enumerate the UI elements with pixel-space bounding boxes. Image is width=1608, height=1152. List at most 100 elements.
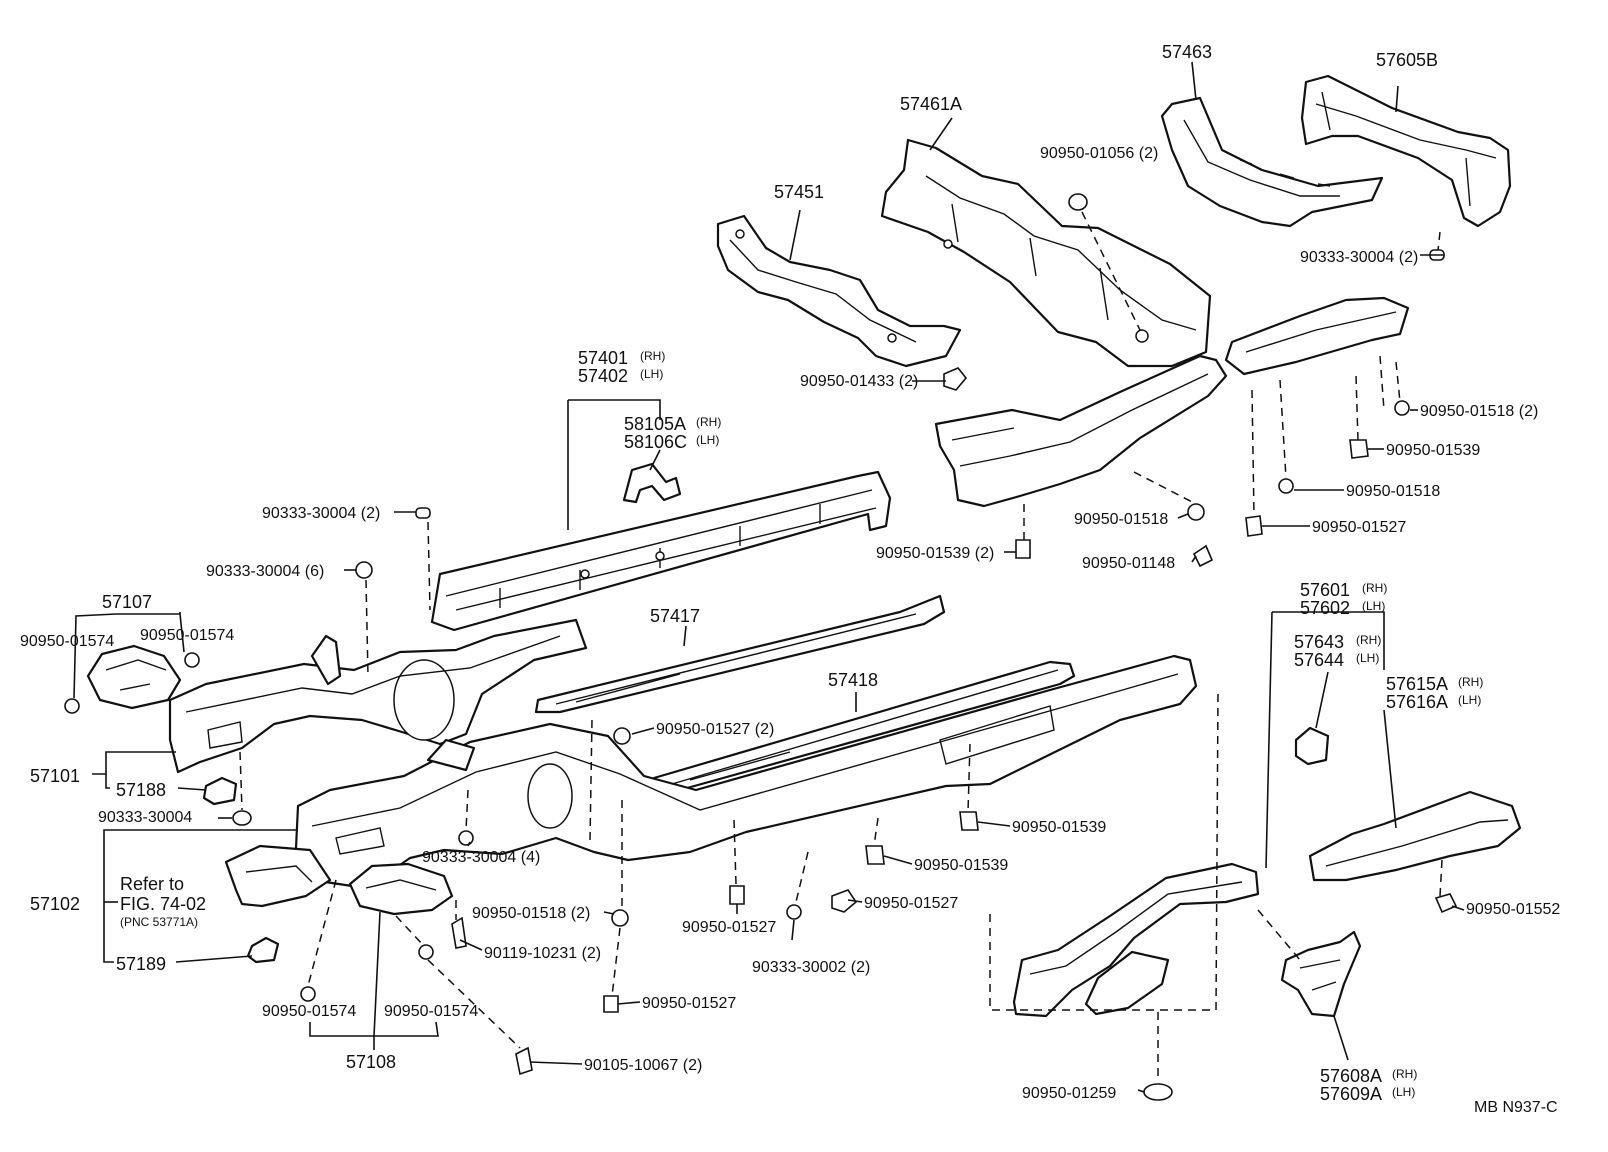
label-90950-01527-right: 90950-01527: [1312, 519, 1406, 536]
part-57601-rear-frame: [1012, 862, 1260, 1018]
label-57188: 57188: [116, 780, 166, 800]
part-57461A-crossmember: [880, 138, 1212, 368]
label-57616A-side: (LH): [1458, 693, 1481, 707]
part-57189-bracket: [246, 936, 280, 964]
part-57401-rail: [430, 470, 892, 632]
clip-90950-01539-b: [865, 845, 885, 865]
label-90950-01518-right: 90950-01518: [1346, 483, 1440, 500]
label-57608A-side: (RH): [1392, 1067, 1417, 1081]
diagram-code: MB N937-C: [1474, 1099, 1558, 1116]
label-57101: 57101: [30, 766, 80, 786]
plug-90333-30002: [786, 904, 802, 920]
plug-90950-01527-two: [613, 727, 631, 745]
plug-90950-01518-right-top: [1394, 400, 1410, 416]
label-90950-01574-b: 90950-01574: [140, 627, 234, 644]
part-57608A-bracket: [1280, 930, 1362, 1018]
part-57188-bracket: [202, 776, 238, 806]
label-90950-01518-mid: 90950-01518: [1074, 511, 1168, 528]
label-57602-side: (LH): [1362, 599, 1385, 613]
clip-90950-01148: [1192, 544, 1214, 568]
bolt-90119-10231: [451, 916, 467, 949]
label-57402: 57402: [578, 366, 628, 386]
label-90950-01539-b: 90950-01539: [914, 857, 1008, 874]
part-57102-main-frame: [294, 654, 1198, 888]
nut-90950-01574-b: [184, 652, 200, 668]
label-90950-01056-2: 90950-01056 (2): [1040, 145, 1158, 162]
label-90333-30004-2-left: 90333-30004 (2): [262, 505, 380, 522]
label-90950-01527-mid: 90950-01527: [682, 919, 776, 936]
label-90950-01527-low: 90950-01527: [642, 995, 736, 1012]
part-57108-bracket: [348, 862, 454, 916]
label-57461A: 57461A: [900, 94, 962, 114]
part-57451-crossmember: [716, 214, 962, 368]
label-90950-01148: 90950-01148: [1082, 555, 1175, 572]
label-57609A: 57609A: [1320, 1084, 1382, 1104]
label-57418: 57418: [828, 670, 878, 690]
label-57643: 57643: [1294, 632, 1344, 652]
label-fig-74-02: FIG. 74-02: [120, 894, 206, 914]
label-90333-30004-6: 90333-30004 (6): [206, 563, 324, 580]
part-57463-crossmember: [1160, 96, 1384, 228]
label-57402-side: (LH): [640, 367, 663, 381]
label-57605B: 57605B: [1376, 50, 1438, 70]
nut-90950-01574-d: [418, 944, 434, 960]
label-57451: 57451: [774, 182, 824, 202]
clip-90950-01539-two: [1015, 539, 1031, 559]
clip-90950-01259: [1143, 1083, 1173, 1101]
label-57615A-side: (RH): [1458, 675, 1483, 689]
label-90333-30004: 90333-30004: [98, 809, 192, 826]
label-57644: 57644: [1294, 650, 1344, 670]
nut-90950-01574-c: [300, 986, 316, 1002]
label-57107: 57107: [102, 592, 152, 612]
label-58106C: 58106C: [624, 432, 687, 452]
label-57609A-side: (LH): [1392, 1085, 1415, 1099]
label-90950-01518-2-right: 90950-01518 (2): [1420, 403, 1538, 420]
label-57463: 57463: [1162, 42, 1212, 62]
label-57616A: 57616A: [1386, 692, 1448, 712]
label-90950-01259: 90950-01259: [1022, 1085, 1116, 1102]
label-pnc-53771A: (PNC 53771A): [120, 915, 198, 929]
nut-90950-01433: [943, 367, 968, 391]
clip-90950-01527-right: [1245, 515, 1263, 537]
bolt-90105-10067: [515, 1046, 533, 1076]
label-58106C-side: (LH): [696, 433, 719, 447]
label-90333-30004-4: 90333-30004 (4): [422, 849, 540, 866]
part-58105A-bracket: [622, 462, 682, 504]
plug-90950-01518-right: [1278, 478, 1294, 494]
nut-90950-01527-c: [831, 889, 858, 913]
label-90950-01574-c: 90950-01574: [262, 1003, 356, 1020]
label-90950-01433-2: 90950-01433 (2): [800, 373, 918, 390]
label-90333-30004-2-top: 90333-30004 (2): [1300, 249, 1418, 266]
leader-lines: [73, 61, 1465, 1093]
label-90950-01552: 90950-01552: [1466, 901, 1560, 918]
plug-90950-01056: [1068, 193, 1088, 211]
clip-90950-01527-low: [603, 995, 619, 1013]
label-57108: 57108: [346, 1052, 396, 1072]
fasteners: [64, 193, 1458, 1101]
label-90119-10231-2: 90119-10231 (2): [484, 945, 601, 962]
label-90105-10067-2: 90105-10067 (2): [584, 1057, 702, 1074]
plug-90950-01518-two-low: [611, 909, 629, 927]
label-57189: 57189: [116, 954, 166, 974]
label-90950-01574-a: 90950-01574: [20, 633, 114, 650]
label-90950-01527-c: 90950-01527: [864, 895, 958, 912]
clip-90950-01552: [1434, 893, 1458, 914]
part-kickup-member: [934, 354, 1228, 508]
part-57643-bracket: [1294, 726, 1330, 766]
label-57102: 57102: [30, 894, 80, 914]
label-57602: 57602: [1300, 598, 1350, 618]
label-90950-01539-2: 90950-01539 (2): [876, 545, 994, 562]
label-57601-side: (RH): [1362, 581, 1387, 595]
plug-90333-30004-six: [355, 561, 373, 579]
clip-90950-01539-right: [1349, 439, 1369, 459]
label-57608A: 57608A: [1320, 1066, 1382, 1086]
nut-90950-01574-a: [64, 698, 80, 714]
label-90950-01518-2-low: 90950-01518 (2): [472, 905, 590, 922]
part-rear-upper-member: [1224, 296, 1410, 376]
part-57417-rocker: [534, 594, 946, 714]
plug-90333-30004-four: [458, 830, 474, 846]
plug-90333-30004-left-low: [232, 810, 252, 826]
label-57601: 57601: [1300, 580, 1350, 600]
label-58105A: 58105A: [624, 414, 686, 434]
